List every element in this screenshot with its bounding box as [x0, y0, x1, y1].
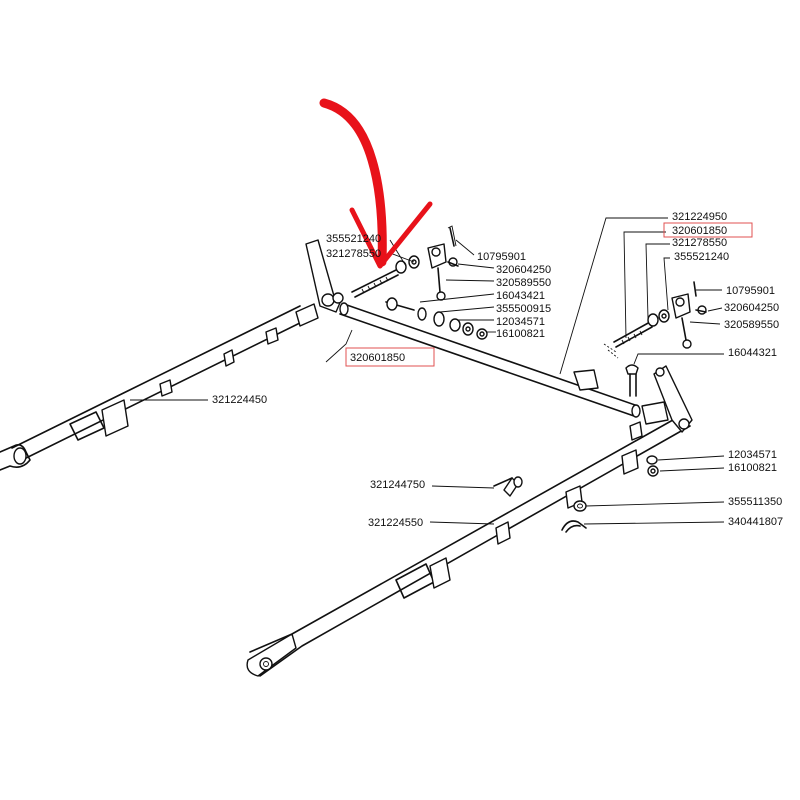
- label-321224550: 321224550: [368, 517, 423, 529]
- label-320601850-a: 320601850: [350, 352, 405, 364]
- highlight-box-left: [345, 347, 435, 367]
- label-321244750: 321244750: [370, 479, 425, 491]
- label-16044321: 16044321: [728, 347, 777, 359]
- label-321224450: 321224450: [212, 394, 267, 406]
- label-321278550-b: 321278550: [672, 237, 727, 249]
- highlight-box-right: [663, 222, 753, 238]
- label-320589550-b: 320589550: [724, 319, 779, 331]
- label-355521240-b: 355521240: [674, 251, 729, 263]
- label-320604250-b: 320604250: [724, 302, 779, 314]
- label-355521240-a: 355521240: [326, 233, 381, 245]
- label-10795901-b: 10795901: [726, 285, 775, 297]
- center-tie-rod-320601850: [339, 302, 641, 418]
- label-16043421: 16043421: [496, 290, 545, 302]
- label-320601850-b: 320601850: [672, 225, 727, 237]
- lower-rod-321224550: [246, 415, 691, 677]
- left-lever: [305, 239, 344, 313]
- label-12034571-b: 12034571: [728, 449, 777, 461]
- label-320589550-a: 320589550: [496, 277, 551, 289]
- label-355511350: 355511350: [728, 496, 782, 508]
- right-lever: [641, 365, 693, 433]
- label-320604250-a: 320604250: [496, 264, 551, 276]
- label-12034571-a: 12034571: [496, 316, 545, 328]
- label-355500915: 355500915: [496, 303, 551, 315]
- red-arrow-annotation: [319, 98, 433, 269]
- label-321278550-a: 321278550: [326, 248, 381, 260]
- part-labels: 355521240 321278550 10795901 320604250 3…: [212, 211, 783, 529]
- label-10795901-a: 10795901: [477, 251, 526, 263]
- label-340441807: 340441807: [728, 516, 783, 528]
- label-16100821-b: 16100821: [728, 462, 777, 474]
- label-321224950: 321224950: [672, 211, 727, 223]
- label-16100821-a: 16100821: [496, 328, 545, 340]
- right-cluster-small-parts: [493, 281, 707, 533]
- left-rod-321224450: [0, 303, 319, 471]
- leader-lines: [130, 217, 725, 525]
- left-threaded-rod: [351, 269, 399, 298]
